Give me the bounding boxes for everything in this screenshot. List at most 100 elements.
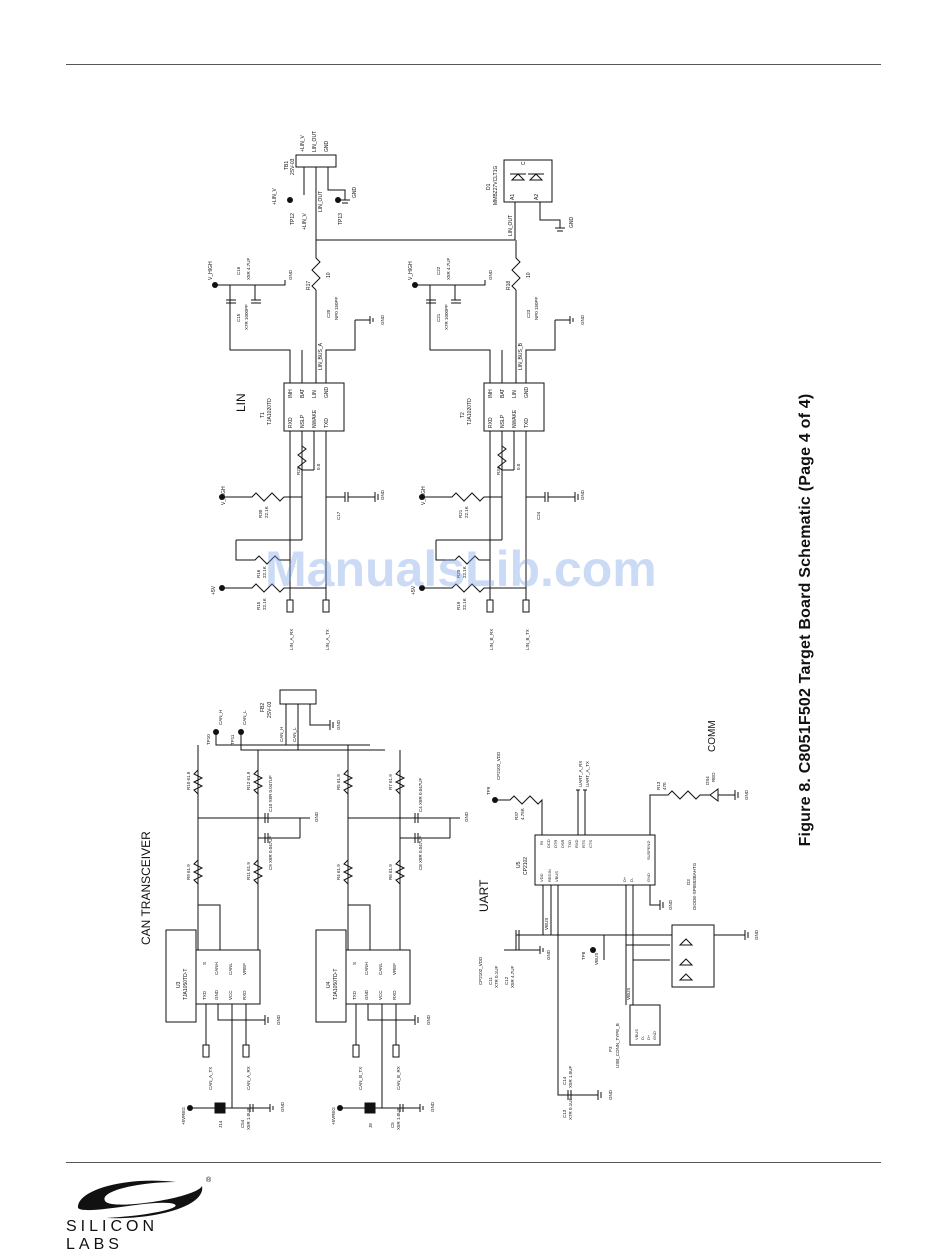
can-c4: C4 X8R 0.047UF (418, 777, 423, 812)
u5-chip (534, 834, 656, 886)
figure-caption: Figure 8. C8051F502 Target Board Schemat… (796, 380, 816, 860)
can-section-title: CAN TRANSCEIVER (139, 831, 153, 945)
can-gnd-a: GND (314, 811, 319, 822)
tp10-label: TP10 (206, 734, 211, 745)
lin-a-tx: LIN_A_TX (325, 629, 330, 650)
can-r6: R6 61.9 (388, 864, 393, 880)
lin-a-r17-val: 10 (326, 272, 332, 278)
tp9-label: TP9 (486, 786, 491, 795)
lin-a-gnd2: GND (380, 314, 385, 325)
can-gnd-b: GND (464, 811, 469, 822)
lin-b-c23: C23 (526, 309, 531, 318)
tp9-cpvdd: CP2102_VDD (496, 751, 501, 780)
footer-rule (66, 1162, 881, 1163)
u3-ref: U3 (176, 981, 182, 988)
d3-ref: D3 (686, 879, 691, 885)
fb2-part: 2SV-03 (267, 701, 273, 718)
u5-txd: TXD (567, 840, 572, 848)
lin-b-gnd2: GND (580, 314, 585, 325)
can-b-rx: CAN_B_RX (396, 1066, 401, 1090)
u3-chip (195, 949, 261, 1005)
lin-b-r34-val: 0.0 (516, 463, 521, 470)
tp11-label: TP11 (230, 734, 235, 745)
u3-vcc: VCC (228, 990, 233, 1000)
lin-b-vhigh2: V_HIGH (421, 486, 427, 505)
p3-pin-gnd: GND (652, 1031, 657, 1040)
u5-part: CP2102 (523, 857, 529, 875)
u4-vref: VREF (392, 963, 397, 975)
lin-b-c22: C22 (436, 266, 441, 275)
uart-c13-val: X7R 0.1UF (568, 1097, 573, 1120)
u5-dsr: DSR (560, 839, 565, 848)
can-r4: R4 61.9 (336, 864, 341, 880)
tb1-ref: TB1 (284, 161, 290, 170)
lin-b-chip-part: TJA1020TD (467, 398, 473, 425)
u4-vcc: VCC (378, 990, 383, 1000)
tb1-gnd-label: GND (352, 187, 358, 199)
tp8-vbus: VBUS (594, 953, 599, 965)
tb1-pin-gnd: GND (324, 141, 330, 153)
u4-ref: U4 (326, 981, 332, 988)
can-b-tx: CAN_B_TX (358, 1067, 363, 1090)
p3-usb-connector (629, 1004, 661, 1046)
lin-a-pin-rxd: RXD (288, 417, 294, 428)
lin-section-title: LIN (234, 393, 248, 412)
lin-b-r21: R21 (458, 509, 463, 518)
lin-b-pin-nwake: NWAKE (512, 409, 518, 428)
lin-a-c16-val: X5R 4.7UF (246, 257, 251, 280)
uart-r37-val: 4.75K (520, 808, 525, 820)
uart-c12-gnd: GND (546, 949, 551, 960)
lin-a-chip-part: TJA1020TD (267, 398, 273, 425)
lin-a-pin-txd: TXD (324, 418, 330, 428)
linv-label: +LIN_V (272, 188, 278, 205)
lin-b-r20-val: 22.1K (462, 566, 467, 578)
lin-a-r17: R17 (306, 281, 312, 290)
lin-b-pin-rxd: RXD (488, 417, 494, 428)
figure-caption-text: Figure 8. C8051F502 Target Board Schemat… (797, 393, 814, 847)
fb2-canl: CAN_L (292, 727, 297, 742)
lin-a-pin-nslp: NSLP (300, 414, 306, 428)
lin-a-pin-inh: INH (288, 389, 294, 398)
uart-tx: UART_A_TX (585, 761, 590, 787)
lin-b-c21-val: X7R 1000PF (444, 304, 449, 330)
u5-suspend: SUSPEND (646, 841, 651, 860)
u5-cts: CTS (588, 840, 593, 848)
tp8-label: TP8 (581, 951, 586, 960)
lin-b-pin-gnd: GND (524, 387, 530, 399)
u4-part: TJA1050TD-T (333, 969, 339, 1000)
can-c5-val: X5R 1.0UF (396, 1107, 401, 1130)
u5-regin: REGIN (547, 869, 552, 882)
p3-pin-dminus: D- (640, 1035, 645, 1040)
lin-b-r20: R20 (456, 569, 461, 578)
uart-c14-val: X5R 1.0UF (568, 1065, 573, 1088)
lin-b-rx: LIN_B_RX (489, 629, 494, 650)
lin-a-gnd1: GND (288, 269, 293, 280)
can-r9: R9 61.9 (186, 864, 191, 880)
u5-rxd: RXD (574, 839, 579, 848)
tp10-canh: CAN_H (218, 710, 223, 725)
lin-a-c15-val: X7R 1000PF (244, 304, 249, 330)
u5-gnd-sym: GND (668, 899, 673, 910)
lin-b-c21: C21 (436, 313, 441, 322)
u4-chip (345, 949, 411, 1005)
u4-rxd: RXD (392, 990, 397, 1000)
d1-pin-a1: A1 (510, 194, 516, 200)
d1-part: MMBZ27VCLT1G (493, 166, 499, 205)
lin-a-r15: R15 (256, 601, 261, 610)
p3-pin-vbus: VBUS (634, 1029, 639, 1040)
u3-part: TJA1050TD-T (183, 969, 189, 1000)
tp12-label: TP12 (290, 213, 296, 225)
lin-a-c15: C15 (236, 313, 241, 322)
lin-b-r34: R34 (496, 466, 501, 475)
tb1-part: 2SV-03 (290, 158, 296, 175)
uart-c12-val: X5R 4.7UF (510, 965, 515, 988)
j8-vreg: +5VREG (331, 1107, 336, 1125)
fb2-ref: FB2 (260, 703, 266, 712)
lin-b-gnd1: GND (488, 269, 493, 280)
uart-vbus-net: VBUS (544, 918, 549, 930)
lin-b-bus: LIN_BUS_B (518, 342, 524, 370)
lin-b-pin-lin: LIN (512, 390, 518, 398)
d1-pin-c: C (521, 161, 527, 165)
lin-b-r19-val: 22.1K (462, 598, 467, 610)
